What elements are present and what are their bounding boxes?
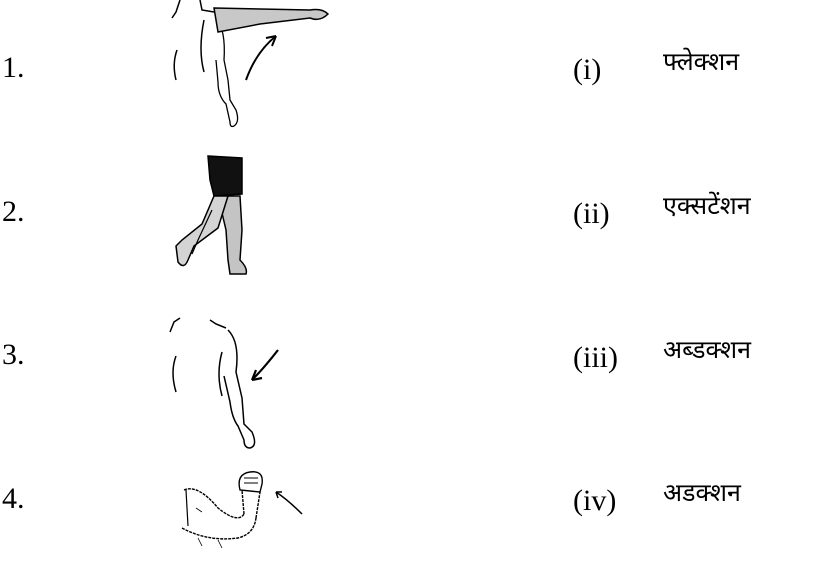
item-number-4: 4. xyxy=(2,484,25,514)
elbow-bent-fist-icon xyxy=(178,468,308,578)
option-term-2: एक्सटेंशन xyxy=(663,191,751,221)
arm-lowering-to-side-icon xyxy=(160,292,280,458)
leg-bending-backward-icon xyxy=(168,150,253,280)
option-roman-2: (ii) xyxy=(573,199,610,229)
option-term-3: अब्डक्शन xyxy=(663,335,751,365)
item-number-3: 3. xyxy=(2,340,25,370)
item-number-2: 2. xyxy=(2,197,25,227)
option-term-1: फ्लेक्शन xyxy=(663,47,739,77)
option-term-4: अडक्शन xyxy=(663,478,741,508)
arm-raised-forward-icon xyxy=(160,0,335,135)
option-roman-1: (i) xyxy=(573,55,601,85)
option-roman-3: (iii) xyxy=(573,343,618,373)
option-roman-4: (iv) xyxy=(573,486,616,516)
item-number-1: 1. xyxy=(2,53,25,83)
